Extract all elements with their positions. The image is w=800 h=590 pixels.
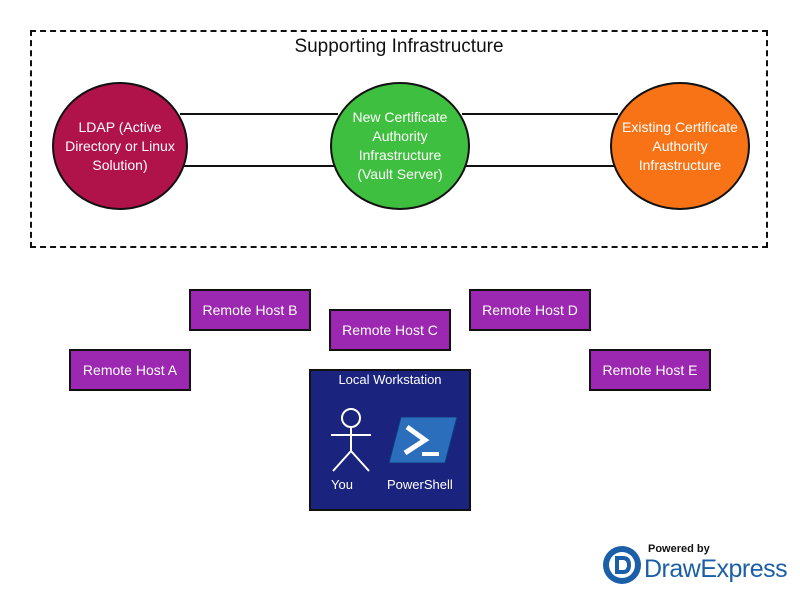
local-workstation[interactable]: Local Workstation You PowerShell bbox=[309, 369, 471, 511]
powered-by-text: Powered by bbox=[648, 543, 710, 555]
ldap-label: LDAP (Active Directory or Linux Solution… bbox=[65, 118, 175, 173]
group-title: Supporting Infrastructure bbox=[294, 36, 504, 57]
powershell-icon[interactable] bbox=[389, 417, 457, 463]
vault-node[interactable]: New Certificate Authority Infrastructure… bbox=[330, 82, 470, 210]
existing-ca-node[interactable]: Existing Certificate Authority Infrastru… bbox=[610, 82, 750, 210]
remote-host-e[interactable]: Remote Host E bbox=[589, 349, 711, 391]
remote-host-d[interactable]: Remote Host D bbox=[469, 289, 591, 331]
supporting-infrastructure-group: Supporting Infrastructure bbox=[30, 30, 768, 248]
remote-host-b[interactable]: Remote Host B bbox=[189, 289, 311, 331]
drawexpress-branding: Powered by DrawExpress bbox=[602, 543, 798, 585]
person-icon bbox=[331, 408, 371, 472]
remote-host-c-label: Remote Host C bbox=[342, 322, 438, 338]
ldap-node[interactable]: LDAP (Active Directory or Linux Solution… bbox=[52, 82, 188, 210]
powershell-label: PowerShell bbox=[387, 477, 453, 492]
remote-host-c[interactable]: Remote Host C bbox=[329, 309, 451, 351]
remote-host-d-label: Remote Host D bbox=[482, 302, 578, 318]
drawexpress-logo-icon bbox=[603, 546, 641, 584]
drawexpress-wordmark: DrawExpress bbox=[644, 555, 788, 583]
remote-host-a[interactable]: Remote Host A bbox=[69, 349, 191, 391]
remote-host-e-label: Remote Host E bbox=[602, 362, 698, 378]
remote-host-b-label: Remote Host B bbox=[202, 302, 298, 318]
remote-host-a-label: Remote Host A bbox=[82, 362, 178, 378]
workstation-title: Local Workstation bbox=[338, 372, 442, 387]
vault-label: New Certificate Authority Infrastructure… bbox=[352, 109, 448, 182]
existing-ca-label: Existing Certificate Authority Infrastru… bbox=[622, 118, 738, 173]
you-label: You bbox=[331, 477, 353, 492]
